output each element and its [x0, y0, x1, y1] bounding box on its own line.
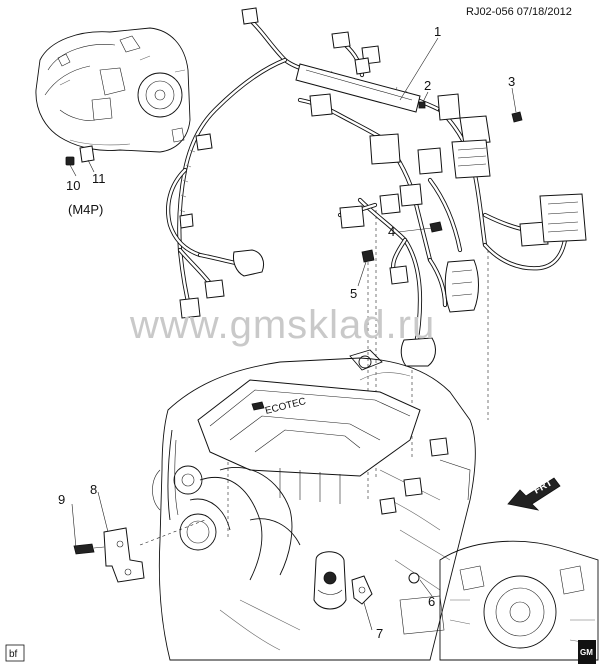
callout-2: 2 [424, 78, 431, 93]
watermark: www.gmsklad.ru [129, 303, 435, 347]
bracket-8-assembly [73, 527, 145, 583]
bracket-8 [103, 527, 145, 583]
nut-5 [361, 249, 375, 263]
connector [233, 249, 265, 277]
connector [204, 279, 225, 299]
connector [179, 297, 201, 319]
connector [437, 93, 461, 121]
connector [519, 221, 549, 247]
connector [195, 133, 213, 151]
connector [379, 193, 401, 215]
bracket-11 [79, 145, 95, 163]
ecm-connector [451, 139, 491, 179]
connector [417, 147, 443, 175]
callout-7: 7 [376, 626, 383, 641]
bracket-7 [351, 575, 373, 605]
clip-4 [429, 221, 443, 233]
connector [179, 213, 194, 229]
front-direction-arrow: FRT [507, 477, 561, 511]
diagram-date: 07/18/2012 [516, 6, 572, 18]
connector [400, 337, 436, 367]
parts-6-7 [351, 572, 420, 605]
callout-9: 9 [58, 492, 65, 507]
inset-label: (M4P) [68, 202, 103, 217]
throttle-body [179, 513, 217, 551]
connector [339, 205, 365, 229]
bolt-9 [73, 543, 95, 555]
clip-2 [418, 101, 426, 109]
transaxle [399, 540, 599, 661]
callout-5: 5 [350, 286, 357, 301]
callout-1: 1 [434, 24, 441, 39]
callout-11: 11 [92, 171, 106, 186]
connector [399, 183, 423, 207]
bolt-3 [511, 111, 523, 123]
gm-logo [578, 640, 596, 664]
connector [459, 115, 491, 145]
connector [354, 57, 371, 75]
connector [309, 93, 333, 117]
engine-assembly: ECOTEC [152, 349, 476, 661]
corner-tag: bf [9, 649, 18, 660]
connector [241, 7, 259, 25]
round-connector [444, 259, 479, 313]
callout-4: 4 [388, 224, 395, 239]
footer: bf GM [5, 640, 596, 664]
bolt-10 [65, 156, 75, 166]
transmission-inset [35, 27, 191, 177]
callout-6: 6 [428, 594, 435, 609]
wiring-harness [166, 7, 587, 367]
ecm-module [539, 193, 587, 243]
callout-labels: 1 2 3 4 5 6 7 8 9 10 11 (M4P) [58, 24, 515, 641]
connector [369, 133, 401, 165]
diagram-header: RJ02-056 07/18/2012 [466, 6, 572, 18]
connector [331, 31, 351, 49]
diagram-id: RJ02-056 [466, 6, 514, 18]
callout-3: 3 [508, 74, 515, 89]
gm-logo-text: GM [580, 648, 593, 657]
connector [389, 265, 409, 285]
callout-10: 10 [66, 178, 80, 193]
nut-6 [408, 572, 420, 584]
callout-8: 8 [90, 482, 97, 497]
